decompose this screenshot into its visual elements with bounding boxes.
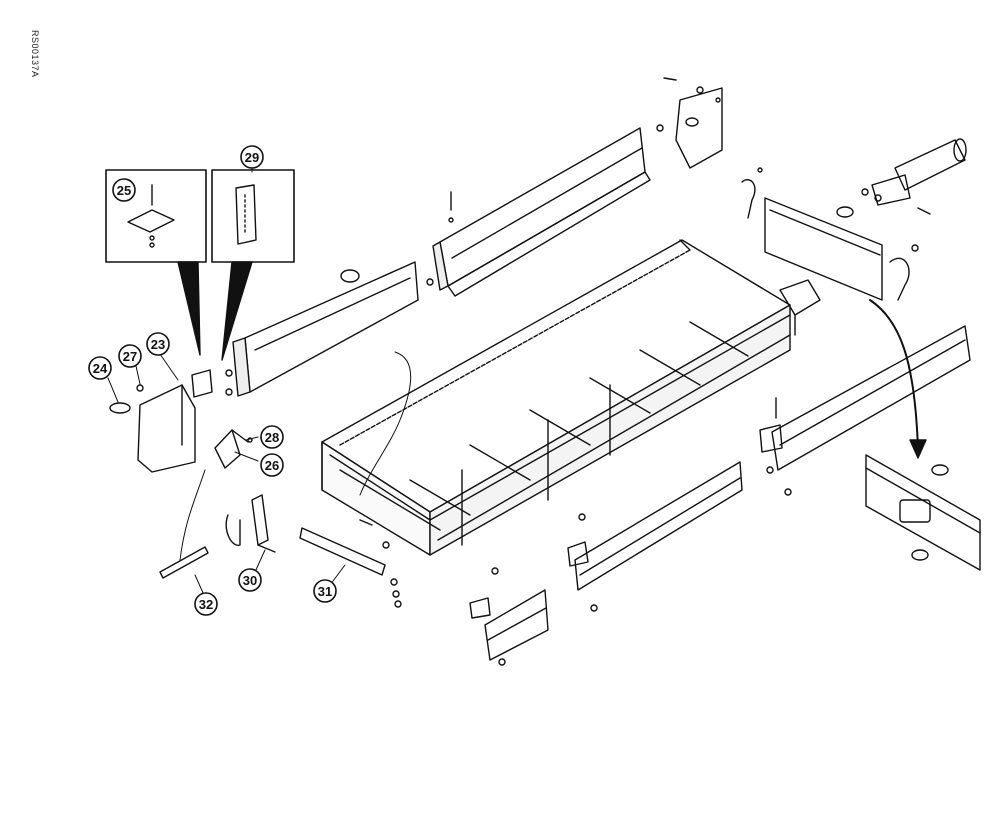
callout-32-label: 32 <box>199 597 213 612</box>
lower-rail-small <box>469 567 549 666</box>
roller-cylinder <box>861 138 967 215</box>
callout-30-label: 30 <box>243 573 257 588</box>
callout-31: 31 <box>313 579 337 603</box>
callout-31-label: 31 <box>318 584 332 599</box>
top-right-bracket <box>663 77 723 169</box>
left-side-panel <box>225 261 419 397</box>
callout-28-label: 28 <box>265 430 279 445</box>
callout-24-label: 24 <box>93 361 108 376</box>
callout-30: 30 <box>238 568 262 592</box>
housing-part-23 <box>137 369 213 473</box>
callout-26: 26 <box>260 453 284 477</box>
callout-29-label: 29 <box>245 150 259 165</box>
main-conveyor-frame <box>321 239 821 556</box>
clip-part-26 <box>214 429 253 469</box>
callout-23: 23 <box>146 332 170 356</box>
callout-28: 28 <box>260 425 284 449</box>
callout-23-label: 23 <box>151 337 165 352</box>
right-lower-panel <box>865 454 981 571</box>
callout-27: 27 <box>118 344 142 368</box>
right-upper-panel <box>741 167 919 301</box>
callout-29: 29 <box>240 145 264 169</box>
callout-24: 24 <box>88 356 112 380</box>
callout-25-label: 25 <box>117 183 131 198</box>
ring-part-24 <box>109 402 131 414</box>
bar-part-31 <box>299 519 402 608</box>
inset-box-part-29 <box>211 169 295 361</box>
callout-32: 32 <box>194 592 218 616</box>
callout-27-label: 27 <box>123 349 137 364</box>
leader-lines <box>107 167 346 596</box>
inset-box-part-25 <box>105 169 207 356</box>
callout-25: 25 <box>112 178 136 202</box>
lower-rail-center <box>567 461 743 612</box>
bracket-part-30 <box>225 494 276 553</box>
right-long-panel <box>759 325 971 496</box>
washer-part-27 <box>136 384 144 392</box>
upper-side-panel <box>426 124 664 297</box>
callout-26-label: 26 <box>265 458 279 473</box>
curved-pointer-arrow <box>869 299 927 459</box>
rod-part-32 <box>159 469 209 579</box>
